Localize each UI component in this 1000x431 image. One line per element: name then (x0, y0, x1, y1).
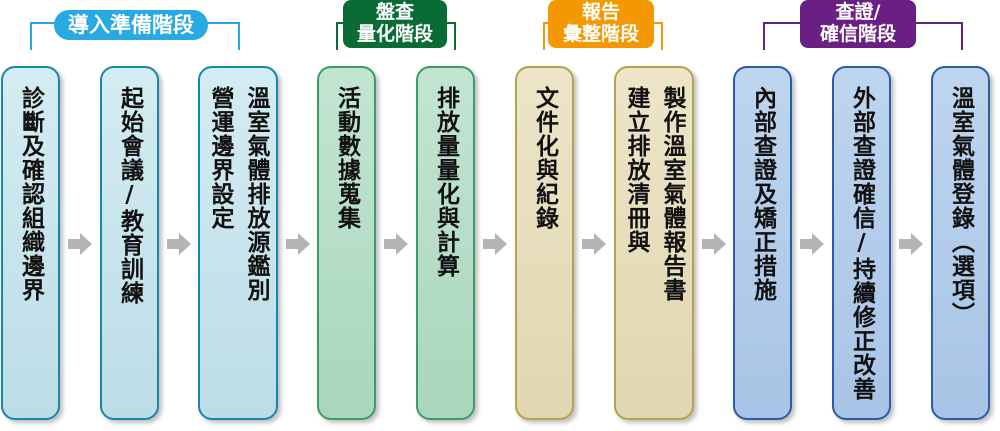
arrow-right-icon (702, 233, 726, 255)
step-text: 文件化與紀錄 (531, 86, 558, 230)
phase-label-report: 報告 彙整階段 (548, 0, 654, 48)
step-text: 診斷及確認組織邊界 (17, 86, 44, 302)
arrow-right-icon (384, 233, 408, 255)
arrow-right-icon (167, 233, 191, 255)
phase-label-inventory-line2: 量化階段 (356, 23, 433, 45)
phase-label-verify-line2: 確信階段 (819, 23, 896, 45)
step-text: 營運邊界設定 (207, 86, 233, 230)
phase-label-verify-line1: 查證/ (835, 1, 881, 23)
step-box: 診斷及確認組織邊界 (1, 66, 60, 420)
phase-label-report-line1: 報告 (581, 1, 620, 23)
step-text: 溫室氣體排放源鑑別 (243, 86, 269, 302)
step-box: 文件化與紀錄 (515, 66, 574, 420)
arrow-right-icon (899, 233, 923, 255)
step-text: 溫室氣體登錄︵選項︶ (947, 86, 974, 326)
step-text: 內部查證及矯正措施 (749, 86, 776, 302)
arrow-right-icon (286, 233, 310, 255)
step-text: 外部查證確信/持續修正改善 (848, 86, 875, 401)
phase-label-prepare: 導入準備階段 (54, 10, 208, 40)
phase-label-inventory-line1: 盤查 (375, 1, 414, 23)
step-text: 起始會議/教育訓練 (116, 86, 143, 305)
arrow-right-icon (68, 233, 92, 255)
step-box: 活動數據蒐集 (317, 66, 376, 420)
step-box: 起始會議/教育訓練 (100, 66, 159, 420)
step-box: 內部查證及矯正措施 (733, 66, 792, 420)
step-text: 活動數據蒐集 (333, 86, 360, 230)
phase-label-inventory: 盤查 量化階段 (343, 0, 447, 48)
phase-label-verify: 查證/ 確信階段 (800, 0, 916, 48)
step-box: 溫室氣體排放源鑑別營運邊界設定 (198, 66, 278, 420)
step-box: 排放量量化與計算 (416, 66, 475, 420)
step-box: 外部查證確信/持續修正改善 (832, 66, 891, 420)
arrow-right-icon (800, 233, 824, 255)
phase-label-report-line2: 彙整階段 (562, 23, 639, 45)
arrow-right-icon (483, 233, 507, 255)
step-box: 溫室氣體登錄︵選項︶ (931, 66, 990, 420)
step-text: 排放量量化與計算 (432, 86, 459, 278)
arrow-right-icon (582, 233, 606, 255)
step-text: 建立排放清冊與 (623, 86, 649, 254)
step-text: 製作溫室氣體報告書 (659, 86, 685, 302)
step-box: 製作溫室氣體報告書建立排放清冊與 (614, 66, 694, 420)
